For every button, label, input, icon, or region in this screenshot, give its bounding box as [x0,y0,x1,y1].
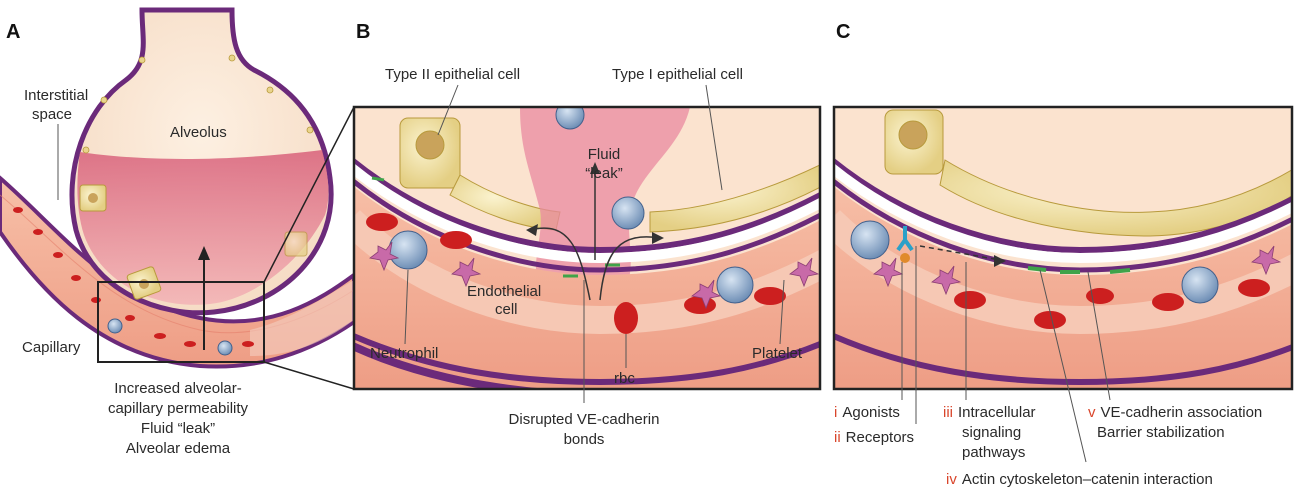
label-endothelial-1: Endothelial [467,283,541,300]
label-type2-epithelial: Type II epithelial cell [385,66,520,83]
label-fluid-1: Fluid [588,146,621,163]
label-iii-line-3: pathways [962,444,1025,461]
panel-a-letter: A [6,21,20,43]
label-rbc: rbc [614,370,635,387]
label-disrupted-1: Disrupted VE-cadherin [509,411,660,428]
label-alveolus: Alveolus [170,124,227,141]
label-iii-line-2: signaling [962,424,1021,441]
label-platelet: Platelet [752,345,803,362]
caption-line-2: capillary permeability [108,400,249,417]
label-neutrophil: Neutrophil [370,345,438,362]
label-interstitial-2: space [32,106,72,123]
panel-c: C [820,21,1304,488]
label-interstitial-1: Interstitial [24,87,88,104]
caption-line-3: Fluid “leak” [141,420,215,437]
label-fluid-2: “leak” [585,165,623,182]
label-v-line-2: Barrier stabilization [1097,424,1225,441]
panel-b-letter: B [356,21,370,43]
caption-line-4: Alveolar edema [126,440,231,457]
panel-b: B [340,21,830,448]
label-endothelial-2: cell [495,301,518,318]
panel-a: A [0,10,354,457]
panel-c-letter: C [836,21,850,43]
label-disrupted-2: bonds [564,431,605,448]
label-capillary: Capillary [22,339,81,356]
label-type1-epithelial: Type I epithelial cell [612,66,743,83]
caption-line-1: Increased alveolar- [114,380,242,397]
